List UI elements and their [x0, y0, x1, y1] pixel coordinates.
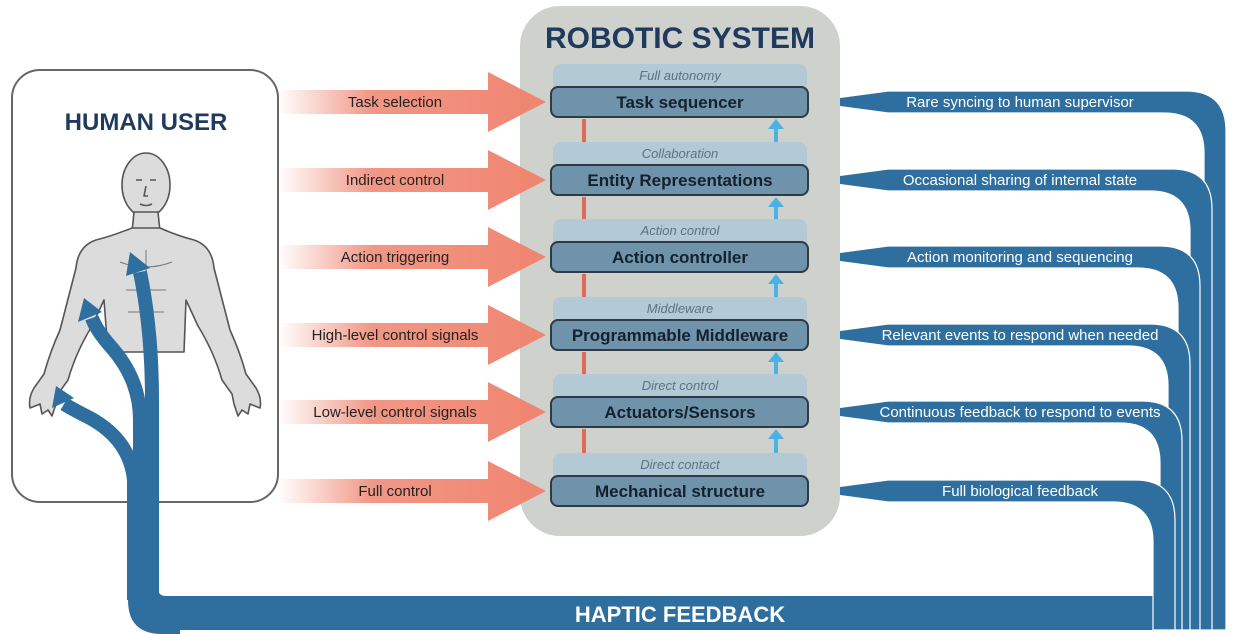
feedback-label: Continuous feedback to respond to events: [879, 404, 1160, 421]
control-input-label: Indirect control: [346, 172, 444, 189]
haptic-arrow-head: [52, 386, 74, 408]
haptic-feedback-bar: [150, 596, 1180, 630]
control-input-label: High-level control signals: [312, 327, 479, 344]
control-input-arrow: [278, 305, 546, 365]
control-input-label: Full control: [358, 483, 431, 500]
level-label: Middleware: [647, 301, 713, 316]
layer-name: Entity Representations: [587, 171, 772, 190]
control-input-arrow: [278, 72, 546, 132]
haptic-arrow-head: [126, 252, 150, 276]
control-input-arrow: [278, 150, 546, 210]
layer-name: Action controller: [612, 248, 748, 267]
human-user-title: HUMAN USER: [65, 109, 228, 136]
level-label: Action control: [640, 223, 721, 238]
layer-box: [550, 475, 809, 507]
layer-name: Programmable Middleware: [572, 326, 788, 345]
feedback-strand: [827, 245, 1201, 631]
upward-arrow-head: [768, 429, 784, 439]
upward-arrow-head: [768, 352, 784, 362]
layer-name: Task sequencer: [616, 93, 744, 112]
feedback-strand: [827, 479, 1176, 631]
layer-box: [550, 319, 809, 351]
control-input-arrow: [278, 227, 546, 287]
layer-box: [550, 164, 809, 196]
haptic-arrow-head: [78, 298, 102, 322]
layer-box: [550, 86, 809, 118]
robotic-system-title: ROBOTIC SYSTEM: [545, 22, 815, 55]
level-label: Full autonomy: [639, 68, 722, 83]
control-input-label: Low-level control signals: [313, 404, 476, 421]
layer-box: [550, 396, 809, 428]
layer-name: Actuators/Sensors: [604, 403, 755, 422]
level-label: Direct control: [642, 378, 720, 393]
haptic-feedback-title: HAPTIC FEEDBACK: [575, 602, 785, 627]
feedback-strand: [827, 323, 1191, 631]
control-input-label: Action triggering: [341, 249, 449, 266]
feedback-strand: [827, 400, 1183, 631]
layer-name: Mechanical structure: [595, 482, 765, 501]
feedback-label: Full biological feedback: [942, 483, 1098, 500]
feedback-label: Action monitoring and sequencing: [907, 249, 1133, 266]
feedback-label: Occasional sharing of internal state: [903, 172, 1137, 189]
control-input-label: Task selection: [348, 94, 442, 111]
haptic-arrow-shaft: [60, 397, 141, 600]
upward-arrow-head: [768, 197, 784, 207]
upward-arrow-head: [768, 119, 784, 129]
level-label: Collaboration: [642, 146, 719, 161]
control-input-arrow: [278, 382, 546, 442]
haptic-arrow-shaft: [85, 315, 147, 600]
control-input-arrow: [278, 461, 546, 521]
upward-arrow-head: [768, 274, 784, 284]
feedback-label: Rare syncing to human supervisor: [906, 94, 1134, 111]
level-label: Direct contact: [640, 457, 721, 472]
feedback-label: Relevant events to respond when needed: [882, 327, 1159, 344]
haptic-arrow-shaft: [133, 270, 159, 600]
haptic-arrows-into-human: [52, 252, 159, 600]
layer-box: [550, 241, 809, 273]
